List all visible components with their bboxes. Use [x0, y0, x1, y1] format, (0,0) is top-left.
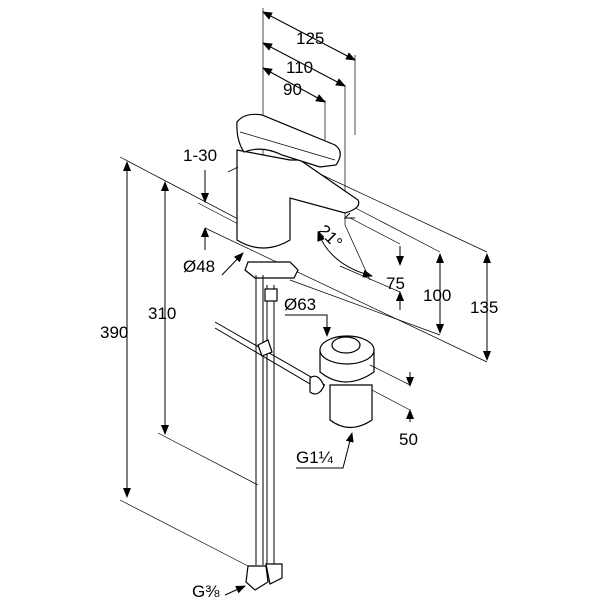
dim-125-label: 125: [296, 29, 324, 48]
g-3-8-label: G⅜: [192, 582, 220, 601]
left-dimension-lines: [119, 156, 259, 568]
dim-110-label: 110: [286, 58, 313, 77]
dia-63-label: Ø63: [284, 295, 316, 314]
dim-75-label: 75: [386, 274, 405, 293]
supply-hoses: [245, 275, 283, 591]
drain-waste: [309, 335, 375, 429]
popup-rod: [214, 321, 326, 392]
dim-135-label: 135: [470, 298, 498, 317]
dim-1-30-label: 1-30: [183, 146, 217, 165]
g-1-1-4-label: G1¼: [296, 448, 334, 467]
g-3-8-leader: [224, 585, 246, 596]
dia-63-leader: [285, 314, 331, 337]
dim-100-label: 100: [423, 286, 451, 305]
dim-90-label: 90: [283, 80, 302, 99]
dia-48-label: Ø48: [183, 257, 215, 276]
dia-48-leader: [221, 252, 244, 276]
dim-50-label: 50: [399, 430, 418, 449]
dim-310-label: 310: [148, 304, 176, 323]
g-1-1-4-leader: [296, 432, 354, 469]
faucet-body: [227, 113, 360, 279]
angle-21-label: 21°: [314, 221, 346, 253]
dim-390-label: 390: [100, 323, 128, 342]
dim-50-lines: [369, 364, 414, 422]
